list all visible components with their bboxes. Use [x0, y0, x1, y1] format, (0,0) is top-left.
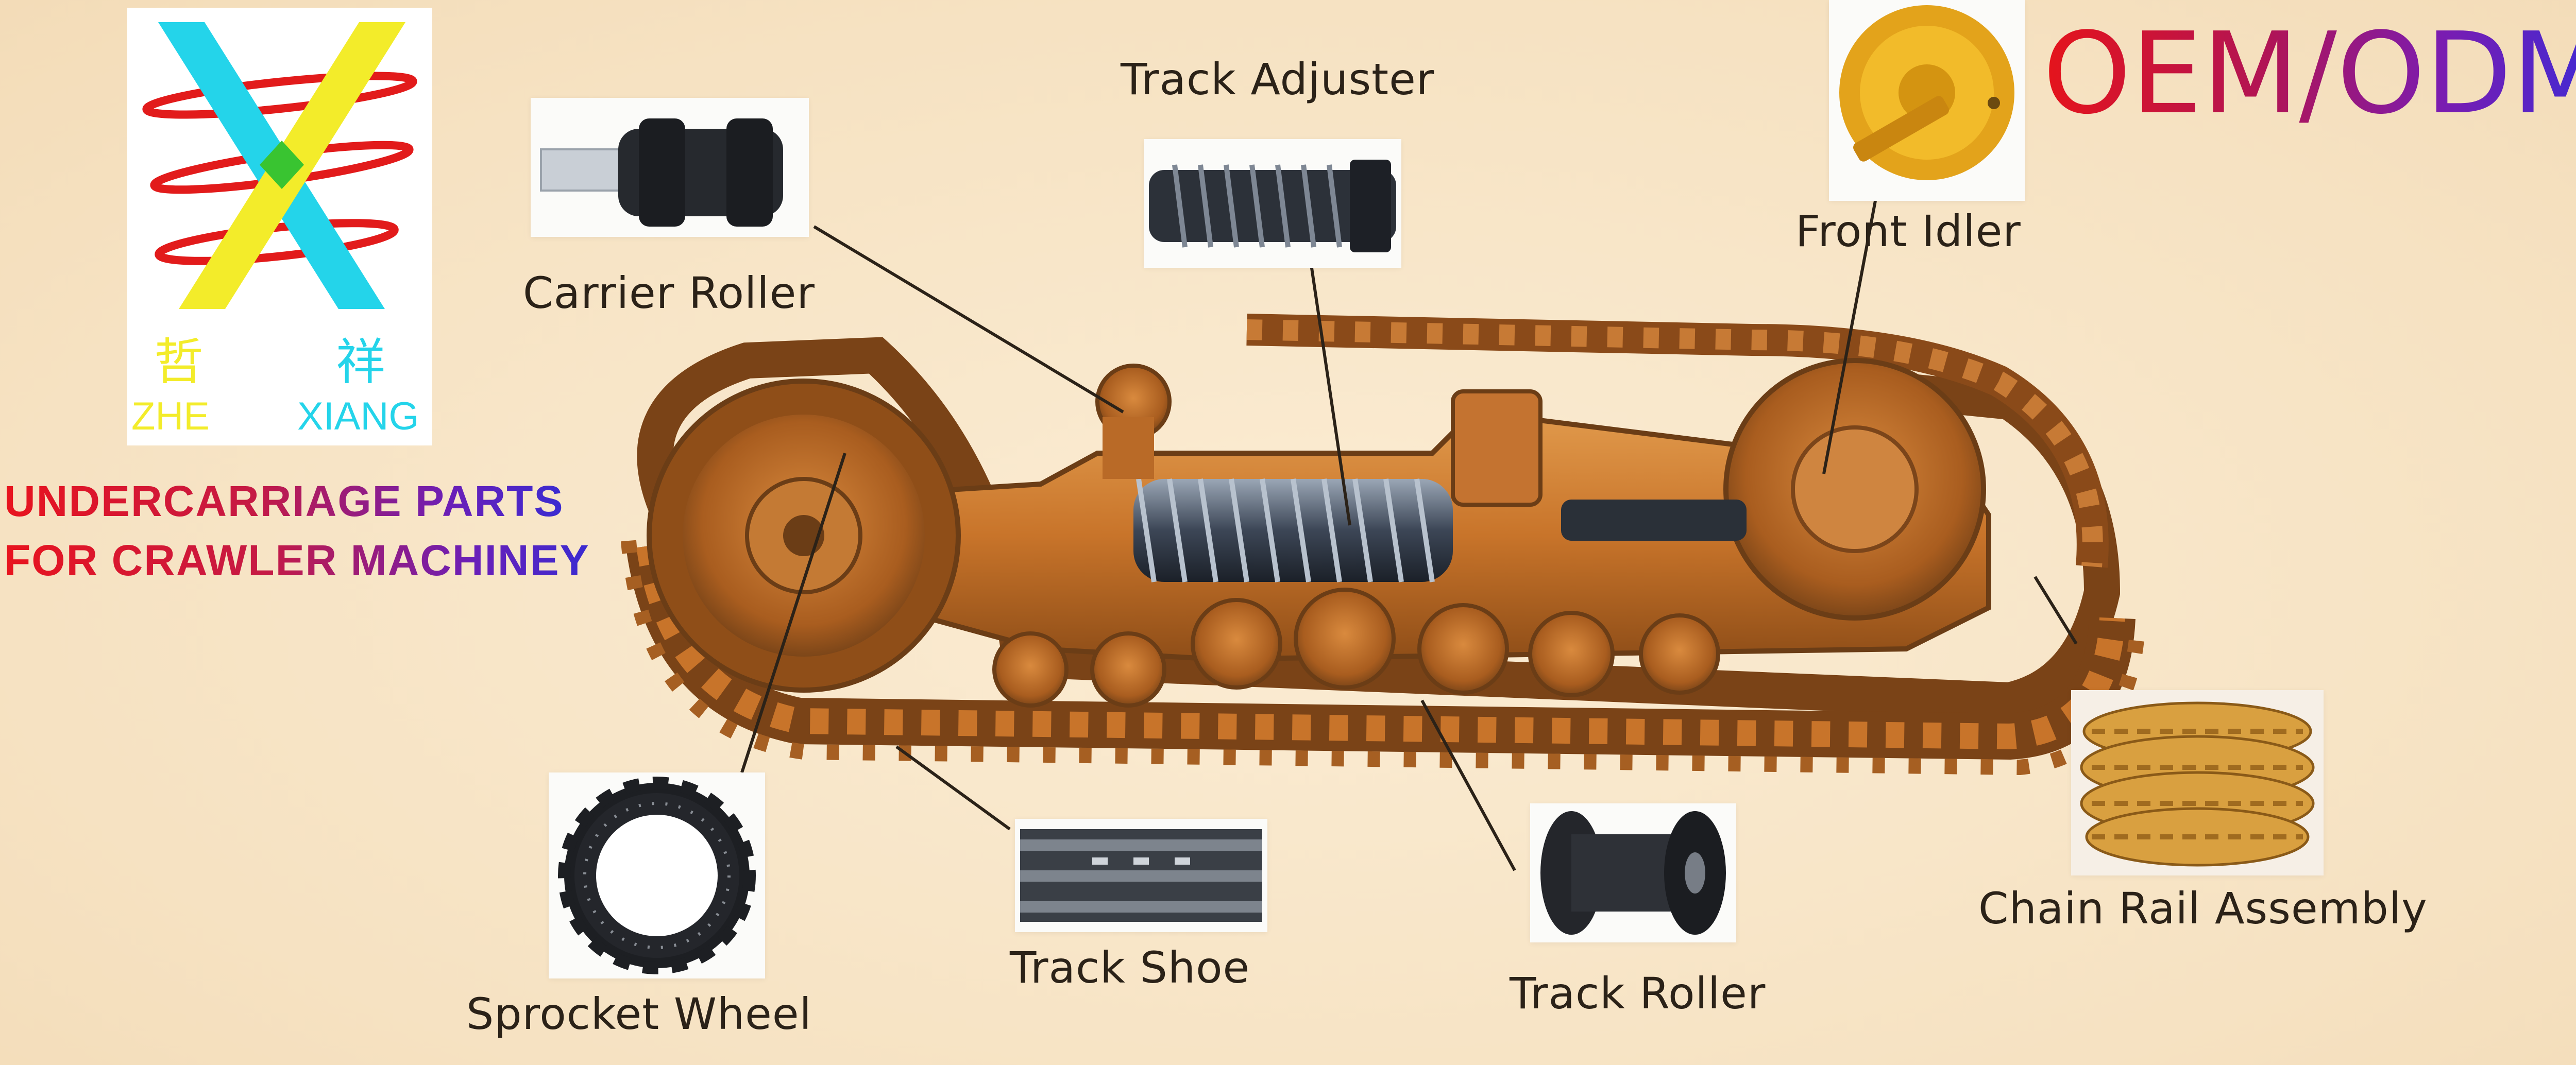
track-adjuster-icon — [1149, 160, 1396, 252]
label-carrier-roller: Carrier Roller — [523, 268, 815, 318]
track-shoe-photo — [1015, 819, 1267, 932]
logo-cn-left: 哲 — [154, 333, 204, 391]
front-idler-icon — [1839, 5, 2014, 180]
label-front-idler: Front Idler — [1795, 206, 2021, 256]
chain-rail-photo — [2071, 690, 2324, 875]
label-track-adjuster: Track Adjuster — [1121, 54, 1435, 105]
label-sprocket-wheel: Sprocket Wheel — [466, 989, 812, 1039]
sprocket-wheel-icon — [558, 777, 756, 974]
brand-logo: 哲 祥 ZHE XIANG — [127, 8, 432, 445]
label-chain-rail-assembly: Chain Rail Assembly — [1978, 883, 2428, 934]
carrier-roller-photo — [531, 98, 809, 237]
logo-cn-right: 祥 — [336, 333, 385, 391]
track-shoe-icon — [1020, 829, 1262, 922]
track-adjuster-photo — [1144, 139, 1401, 268]
headline-line-2: FOR CRAWLER MACHINEY — [4, 536, 590, 585]
oem-odm-title: OEM/ODM — [2043, 18, 2576, 130]
label-track-roller: Track Roller — [1510, 968, 1766, 1019]
carrier-roller-icon — [540, 118, 783, 227]
sprocket-wheel-photo — [549, 772, 765, 978]
chain-rail-icon — [2080, 701, 2315, 867]
logo-en-left: ZHE — [131, 394, 210, 438]
track-roller-photo — [1530, 803, 1736, 942]
logo-x-icon — [142, 22, 417, 309]
headline-line-1: UNDERCARRIAGE PARTS — [4, 477, 564, 525]
front-idler-photo — [1829, 0, 2025, 201]
logo-en-right: XIANG — [297, 394, 419, 438]
track-roller-icon — [1540, 811, 1726, 935]
label-track-shoe: Track Shoe — [1010, 942, 1250, 993]
